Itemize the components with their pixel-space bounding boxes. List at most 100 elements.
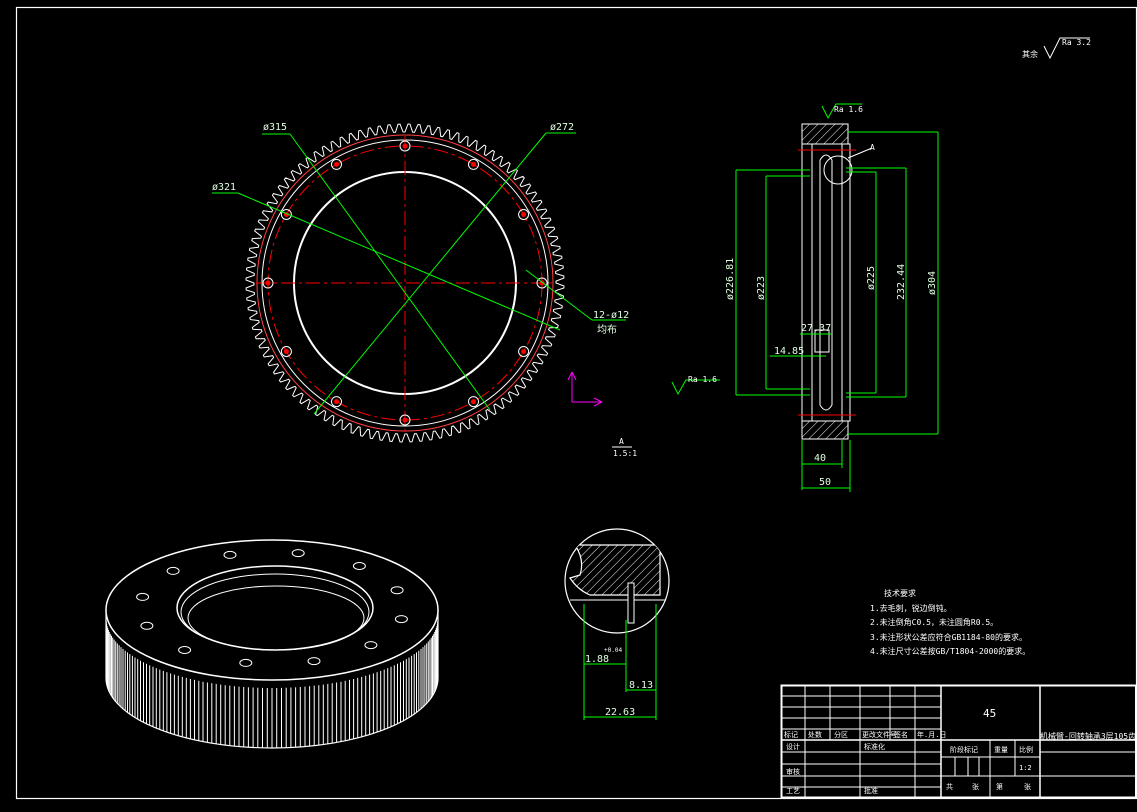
label-d188: 1.88 [585,654,609,665]
bolt-hole [280,209,292,220]
upper-section [801,123,849,145]
tech-req-item-4: 4.未注尺寸公差按GB/T1804-2000的要求。 [870,646,1030,656]
bolt-hole-center [471,399,476,405]
bolt-hole [331,158,342,170]
tech-req-item-1: 1.去毛刺，锐边倒钝。 [870,603,952,613]
bolt-hole [331,396,342,408]
detail-scale-letter: A [619,437,624,446]
label-d304: ø304 [927,271,938,295]
leader-d315 [289,133,491,411]
roughness-side-left-icon [671,379,720,396]
bolt-hole-center [402,143,408,149]
label-d226: ø226.81 [725,258,736,300]
bolt-hole-center [521,349,527,354]
iso-bolt-hole [291,549,305,558]
bolt-hole [399,140,411,152]
tb-zone: 分区 [834,730,848,739]
iso-bolt-hole [390,586,404,595]
bolt-hole [399,414,411,426]
label-w14: 14.85 [774,346,804,357]
iso-inner-bore-ring-2 [187,585,365,651]
tech-requirements: 技术要求 1.去毛刺，锐边倒钝。 2.未注倒角C0.5，未注圆角R0.5。 3.… [870,588,1030,656]
side-section-view: Ra 1.6 Ra 1.6 A ø226.81 ø223 [671,103,939,492]
label-holes-note: 均布 [597,324,617,336]
roughness-other-icon [1043,37,1090,60]
bolt-hole-center [521,212,527,217]
tech-req-item-3: 3.未注形状公差应符合GB1184-80的要求。 [870,632,1027,642]
bolt-hole-center [265,280,271,286]
bolt-hole [536,277,548,289]
bolt-hole [518,346,530,357]
tb-scale-value: 1:2 [1019,764,1032,772]
label-d232: 232.44 [896,264,907,300]
tb-review: 审核 [786,767,800,776]
bolt-hole [468,396,479,408]
label-w50: 50 [819,477,831,488]
iso-bolt-hole [178,646,192,654]
tooth-width-band [801,143,851,422]
label-d321: ø321 [212,182,236,193]
iso-bolt-hole [394,615,408,624]
bolt-hole-center [334,161,339,167]
tb-count: 处数 [808,730,822,739]
tech-req-title: 技术要求 [884,588,916,598]
roughness-side-left: Ra 1.6 [688,375,717,384]
label-w27: 27.37 [801,323,831,334]
groove-bottom [819,404,833,411]
roughness-other-value: Ra 3.2 [1062,38,1091,47]
label-w40: 40 [814,453,826,464]
leader-d272 [313,132,547,415]
label-tol: +0.04 [604,647,622,654]
label-d223: ø223 [756,276,767,300]
tb-change-no: 更改文件号 [862,730,897,739]
label-d2263: 22.63 [605,707,635,718]
roughness-other: 其余 Ra 3.2 [1022,37,1091,60]
groove-top [819,154,833,161]
tb-sheet-unit2: 张 [1024,782,1031,791]
tb-process: 工艺 [786,787,800,795]
tb-page: 第 [996,782,1003,791]
tb-sign: 签名 [894,730,908,739]
detail-scale-ratio: 1.5:1 [613,449,637,458]
detail-boundary [564,528,670,634]
roughness-side-top-icon [821,103,862,120]
detail-slot [627,582,635,624]
label-d225: ø225 [866,266,877,290]
iso-bolt-hole [140,621,154,630]
tb-date: 年.月.日 [917,730,946,739]
title-block [780,684,1137,799]
tb-mark: 标记 [784,730,798,739]
tb-stage-mark: 阶段标记 [950,745,978,754]
lower-section [801,420,849,440]
tb-standardize: 标准化 [864,742,885,751]
bolt-hole [518,209,530,220]
tb-material: 45 [983,707,996,720]
detail-scale-marker: A 1.5:1 [612,437,637,458]
front-view-gear: ø315 ø272 ø321 12-ø12 均布 [212,122,629,443]
leader-d321 [237,192,561,331]
section-mark-a: A [870,143,875,152]
bolt-hole [262,277,274,289]
detail-hatched-body [569,544,661,596]
label-holes: 12-ø12 [593,310,629,321]
tb-scale: 比例 [1019,745,1033,754]
bolt-hole-center [402,417,408,423]
tb-drawing-name: 机械臂-回转轴承3层105齿 [1040,731,1136,741]
leader-holes [525,269,593,321]
iso-bolt-hole [364,641,378,650]
iso-bolt-hole [136,592,150,601]
detail-a-circle [823,155,853,185]
bolt-hole [280,346,292,357]
tb-designer: 设计 [786,742,800,751]
gear-tooth-profile [245,123,565,443]
bolt-hole-center [283,349,289,354]
label-d315: ø315 [263,122,287,133]
roughness-side-top: Ra 1.6 [834,105,863,114]
tech-req-item-2: 2.未注倒角C0.5，未注圆角R0.5。 [870,617,998,627]
tb-approve: 批准 [864,786,878,795]
tb-weight: 重量 [994,746,1008,754]
iso-bolt-hole [166,566,180,575]
bolt-hole-center [334,399,339,405]
tb-sheet-unit: 张 [972,782,979,791]
